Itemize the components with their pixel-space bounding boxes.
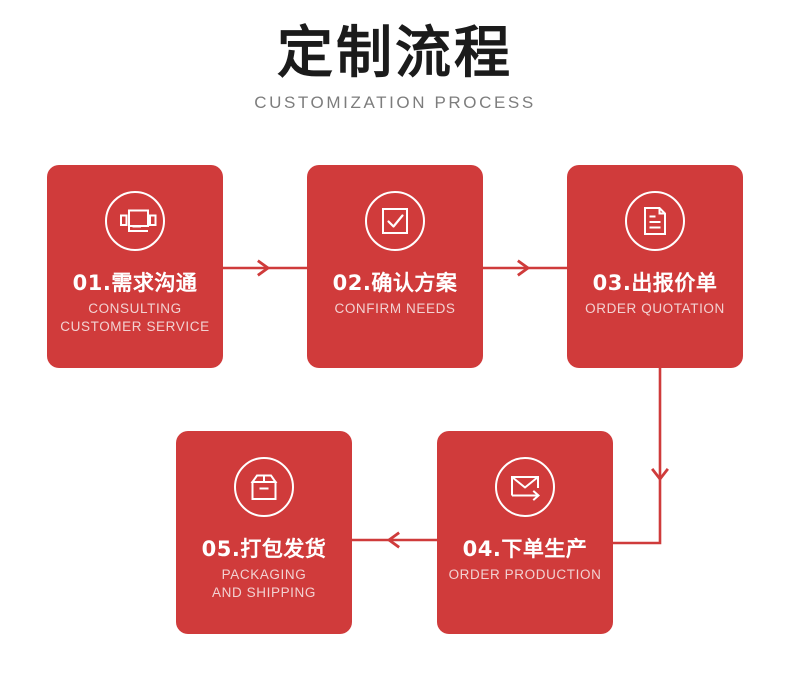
step-card-order-production[interactable]: 04.下单生产 ORDER PRODUCTION [437,431,613,634]
page-title: 定制流程 [277,21,513,86]
arrow-step4-to-step5 [352,530,438,550]
step-card-subtitle: ORDER QUOTATION [585,300,725,318]
step-card-subtitle-line1: ORDER QUOTATION [585,301,725,316]
step-card-subtitle-line2: CUSTOMER SERVICE [60,319,210,334]
step-card-title: 04.下单生产 [462,537,588,561]
arrow-step2-to-step3 [483,258,567,278]
step-card-subtitle-line1: PACKAGING [221,567,307,582]
step-card-subtitle-line1: CONSULTING [88,301,182,316]
page-subtitle: CUSTOMIZATION PROCESS [254,93,536,112]
step-card-order-quotation[interactable]: 03.出报价单 ORDER QUOTATION [567,165,743,368]
step-card-confirm-needs[interactable]: 02.确认方案 CONFIRM NEEDS [307,165,483,368]
arrow-step3-to-step4 [600,360,710,550]
step-card-consulting[interactable]: 01.需求沟通 CONSULTING CUSTOMER SERVICE [47,165,223,368]
step-card-title: 05.打包发货 [201,537,327,561]
chat-bubbles-icon [104,190,166,252]
step-card-title: 03.出报价单 [592,271,718,295]
page-header: 定制流程 CUSTOMIZATION PROCESS [0,22,790,114]
package-box-icon [233,456,295,518]
step-card-packaging-shipping[interactable]: 05.打包发货 PACKAGING AND SHIPPING [176,431,352,634]
step-card-subtitle-line2: AND SHIPPING [212,585,316,600]
checkbox-icon [364,190,426,252]
step-card-subtitle: PACKAGING AND SHIPPING [212,566,316,602]
step-card-subtitle: ORDER PRODUCTION [449,566,602,584]
step-card-subtitle-line1: ORDER PRODUCTION [448,567,602,582]
step-card-subtitle-line1: CONFIRM NEEDS [334,301,456,316]
step-card-subtitle: CONFIRM NEEDS [334,300,455,318]
envelope-send-icon [494,456,556,518]
document-icon [624,190,686,252]
step-card-title: 02.确认方案 [332,271,458,295]
arrow-step1-to-step2 [223,258,307,278]
step-card-title: 01.需求沟通 [72,271,198,295]
step-card-subtitle: CONSULTING CUSTOMER SERVICE [60,300,209,336]
